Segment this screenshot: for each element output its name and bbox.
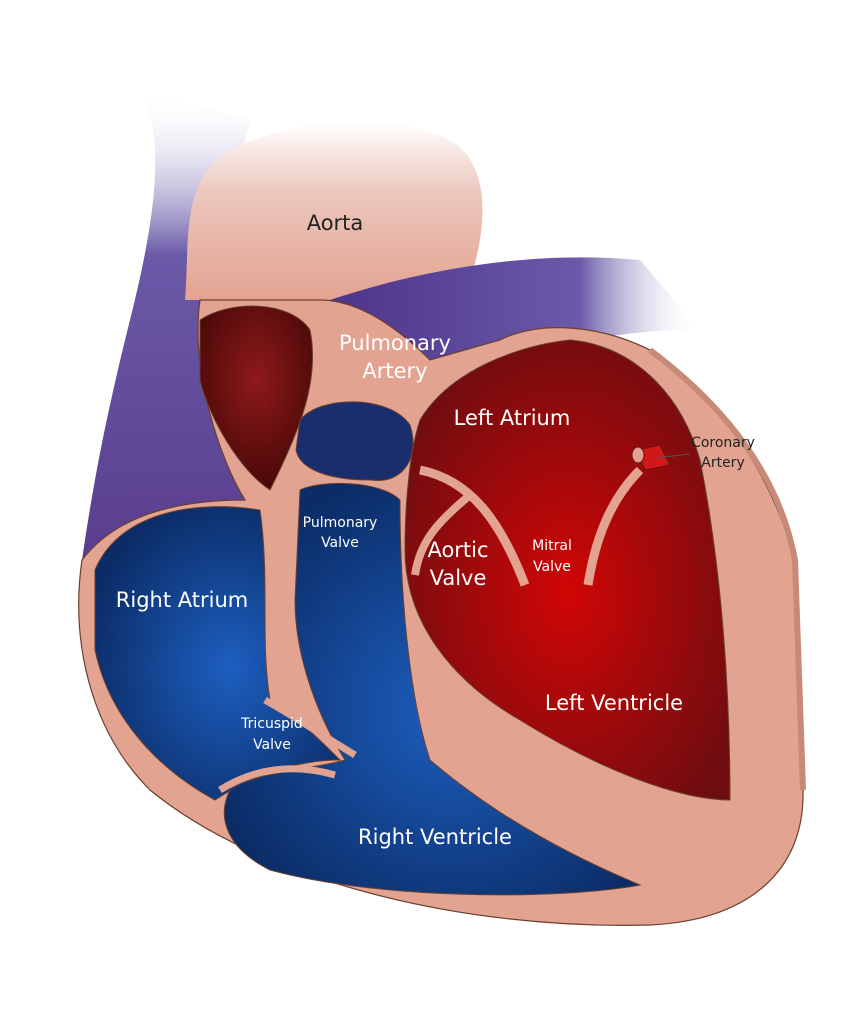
aorta-lumen <box>199 305 314 491</box>
label-left-ventricle: Left Ventricle <box>545 691 683 715</box>
label-mitral-valve-1: Mitral <box>532 538 572 554</box>
label-coronary-artery-1: Coronary <box>691 435 755 451</box>
right-ventricle <box>223 483 642 896</box>
label-coronary-artery-2: Artery <box>701 455 744 471</box>
label-aortic-valve-1: Aortic <box>427 538 488 562</box>
aorta <box>185 121 483 301</box>
label-right-atrium: Right Atrium <box>116 588 248 612</box>
pulmonary-trunk-lumen <box>295 401 414 482</box>
coronary-artery <box>631 444 691 471</box>
heart-outer-wall <box>648 347 806 791</box>
mitral-valve-leaflet <box>583 466 644 586</box>
label-tricuspid-valve-2: Valve <box>253 737 291 753</box>
label-mitral-valve-2: Valve <box>533 559 571 575</box>
label-pulmonary-valve-1: Pulmonary <box>303 515 378 531</box>
aortic-valve-leaflet <box>419 465 530 587</box>
label-aorta: Aorta <box>307 211 364 235</box>
label-aortic-valve-2: Valve <box>430 566 487 590</box>
label-right-ventricle: Right Ventricle <box>358 825 512 849</box>
aortic-valve-leaflet-2 <box>411 491 473 576</box>
label-pulmonary-valve-2: Valve <box>321 535 359 551</box>
label-tricuspid-valve-1: Tricuspid <box>240 716 303 732</box>
label-left-atrium: Left Atrium <box>454 406 571 430</box>
tricuspid-valve-leaflet <box>263 696 357 759</box>
label-pulmonary-artery-2: Artery <box>362 359 427 383</box>
label-pulmonary-artery-1: Pulmonary <box>339 331 451 355</box>
tricuspid-valve-leaflet-lower <box>218 765 336 793</box>
